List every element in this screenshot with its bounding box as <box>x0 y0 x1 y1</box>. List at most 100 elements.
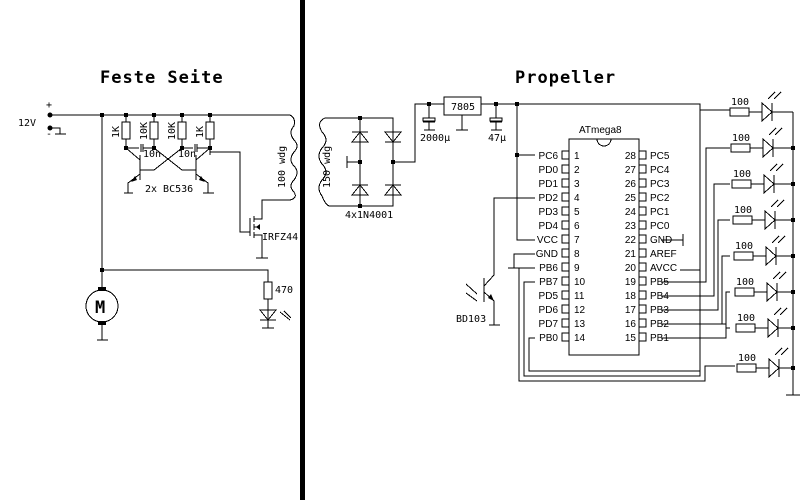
svg-text:2: 2 <box>574 165 580 176</box>
svg-text:PC3: PC3 <box>650 179 670 190</box>
svg-text:PD1: PD1 <box>539 179 559 190</box>
svg-text:100: 100 <box>736 277 754 288</box>
svg-text:PD6: PD6 <box>539 305 559 316</box>
svg-text:PB5: PB5 <box>650 277 669 288</box>
svg-text:PB1: PB1 <box>650 333 669 344</box>
svg-text:-: - <box>46 129 52 140</box>
motor-label: M <box>95 298 106 318</box>
led <box>756 357 793 379</box>
mcu-pin-pb7-10: PB7 10 <box>539 276 586 288</box>
voltage-regulator: 7805 <box>443 96 482 131</box>
svg-text:PD0: PD0 <box>539 165 559 176</box>
led-resistor <box>733 251 754 261</box>
coil-secondary: 150 wdg <box>318 117 360 207</box>
supply-label: 12V <box>18 118 36 129</box>
led-resistor <box>732 215 753 225</box>
mcu-pin-pb4-18: 18 PB4 <box>625 290 669 302</box>
svg-text:21: 21 <box>625 249 637 260</box>
phototransistor-label: BD103 <box>456 314 486 325</box>
phototransistor: BD103 <box>456 197 535 326</box>
svg-text:9: 9 <box>574 263 580 274</box>
mcu-pin-gnd-8: GND 8 <box>536 248 580 260</box>
led-resistor <box>729 107 750 117</box>
svg-text:PC4: PC4 <box>650 165 670 176</box>
svg-text:19: 19 <box>625 277 637 288</box>
status-led <box>258 299 278 329</box>
svg-text:PB7: PB7 <box>539 277 558 288</box>
svg-text:1: 1 <box>574 151 580 162</box>
mcu-pin-pb6-9: PB6 9 <box>539 262 580 274</box>
svg-text:16: 16 <box>625 319 637 330</box>
light-rays-icon <box>768 127 783 136</box>
pb-wire <box>661 291 730 339</box>
resistor-r4 <box>205 121 215 140</box>
svg-text:7: 7 <box>574 235 580 246</box>
pb-wire <box>661 183 730 297</box>
svg-text:18: 18 <box>625 291 637 302</box>
svg-text:10K: 10K <box>167 122 178 140</box>
svg-text:PD5: PD5 <box>539 291 559 302</box>
svg-text:27: 27 <box>625 165 637 176</box>
svg-text:17: 17 <box>625 305 637 316</box>
led-ground <box>786 112 800 396</box>
led <box>754 281 793 303</box>
led-channel-2: 100 <box>730 127 795 159</box>
mcu-pin-pb5-19: 19 PB5 <box>625 276 669 288</box>
svg-text:14: 14 <box>574 333 586 344</box>
led <box>753 245 793 267</box>
svg-text:PD3: PD3 <box>539 207 559 218</box>
svg-text:8: 8 <box>574 249 580 260</box>
svg-text:1K: 1K <box>111 126 122 138</box>
svg-text:100: 100 <box>731 97 749 108</box>
resistor-470 <box>263 281 273 300</box>
led-resistor <box>736 363 757 373</box>
light-rays-icon <box>771 235 786 244</box>
resistor-r2 <box>149 121 159 140</box>
resistor-r1 <box>121 121 131 140</box>
svg-text:PB4: PB4 <box>650 291 669 302</box>
svg-text:7805: 7805 <box>451 102 475 113</box>
resistor-470-label: 470 <box>275 285 293 296</box>
mcu-pin-pc1-24: 24 PC1 <box>625 206 670 218</box>
svg-text:GND: GND <box>536 249 558 260</box>
led-channel-5: 100 <box>733 235 795 267</box>
svg-text:PC1: PC1 <box>650 207 670 218</box>
pb-wire <box>661 323 730 329</box>
coil-primary: 100 wdg <box>250 114 298 210</box>
mcu-pin-pc4-27: 27 PC4 <box>625 164 670 176</box>
mcu-pin-pb0-14: PB0 14 <box>539 332 586 344</box>
led <box>755 317 793 339</box>
svg-text:10: 10 <box>574 277 586 288</box>
svg-text:11: 11 <box>574 291 585 302</box>
svg-text:AVCC: AVCC <box>650 263 677 274</box>
svg-text:100: 100 <box>732 133 750 144</box>
light-rays-icon <box>769 163 784 172</box>
capacitor-47u: 47µ <box>488 104 506 144</box>
light-rays-icon <box>773 307 788 316</box>
motor: M <box>85 270 119 341</box>
led-channel-3: 100 <box>731 163 795 195</box>
svg-text:PB0: PB0 <box>539 333 558 344</box>
svg-text:100: 100 <box>734 205 752 216</box>
right-title: Propeller <box>515 68 616 88</box>
led-channel-7: 100 <box>735 307 795 339</box>
svg-text:24: 24 <box>625 207 637 218</box>
svg-text:26: 26 <box>625 179 637 190</box>
svg-text:PC5: PC5 <box>650 151 670 162</box>
led-resistor <box>735 323 756 333</box>
capacitor-c1-label: 10n <box>143 149 161 160</box>
left-title: Feste Seite <box>100 68 224 88</box>
svg-text:10K: 10K <box>139 122 150 140</box>
svg-text:PB6: PB6 <box>539 263 558 274</box>
mosfet: IRFZ44 <box>249 210 298 259</box>
light-rays-icon <box>774 347 789 356</box>
svg-text:PC0: PC0 <box>650 221 670 232</box>
